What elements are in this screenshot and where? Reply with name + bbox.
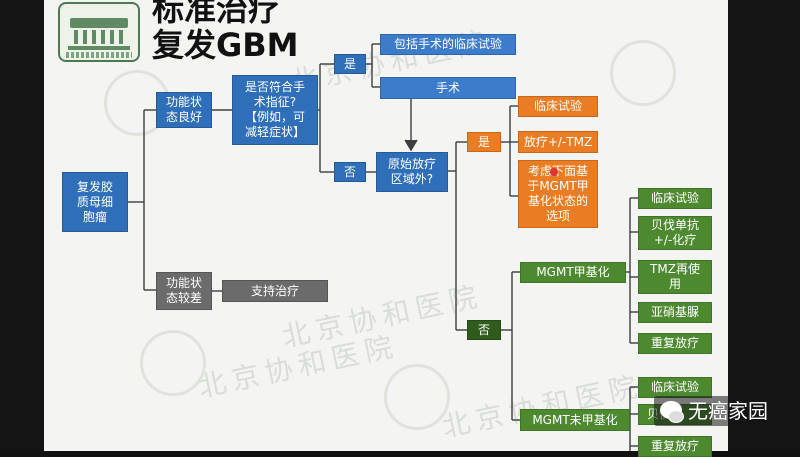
node-mgmt-unmethylated: MGMT未甲基化 bbox=[520, 409, 630, 431]
slide-title-line1: 标准治疗 bbox=[152, 0, 281, 28]
annotation-red-dot bbox=[550, 168, 558, 176]
left-letterbox bbox=[0, 0, 44, 451]
node-good-performance: 功能状 态良好 bbox=[156, 92, 212, 128]
node-meth-option: 临床试验 bbox=[638, 188, 712, 209]
watermark-emblem bbox=[384, 364, 450, 430]
node-unmeth-option: 重复放疗 bbox=[638, 436, 712, 457]
wechat-source-badge: 无癌家园 bbox=[654, 396, 778, 426]
node-unmeth-option: 临床试验 bbox=[638, 377, 712, 398]
hospital-logo bbox=[58, 2, 140, 62]
badge-label: 无癌家园 bbox=[688, 399, 768, 423]
node-outside-radiation-field-question: 原始放疗 区域外? bbox=[376, 152, 448, 192]
node-meth-option: TMZ再使 用 bbox=[638, 260, 712, 294]
node-poor-performance: 功能状 态较差 bbox=[156, 272, 212, 310]
watermark-emblem bbox=[140, 330, 206, 396]
slide-title-line2: 复发GBM bbox=[152, 26, 299, 64]
node-surgery: 手术 bbox=[380, 77, 516, 99]
node-mgmt-methylated: MGMT甲基化 bbox=[520, 262, 626, 283]
node-radiotherapy-tmz: 放疗+/-TMZ bbox=[518, 131, 598, 153]
watermark-emblem bbox=[610, 40, 676, 106]
node-meth-option: 亚硝基脲 bbox=[638, 302, 712, 323]
node-meth-option: 贝伐单抗 +/-化疗 bbox=[638, 216, 712, 250]
node-clinical-trial-with-surgery: 包括手术的临床试验 bbox=[380, 34, 516, 55]
node-orange-clinical-trial: 临床试验 bbox=[518, 96, 598, 117]
node-yes-outside-field: 是 bbox=[467, 132, 501, 152]
node-supportive-care: 支持治疗 bbox=[222, 280, 328, 302]
node-no-outside-field: 否 bbox=[467, 320, 501, 340]
node-surgery-candidate-question: 是否符合手 术指征? 【例如，可 减轻症状】 bbox=[232, 75, 318, 145]
node-recurrent-gbm: 复发胶 质母细 胞瘤 bbox=[62, 172, 128, 232]
node-yes-surgery: 是 bbox=[334, 54, 366, 74]
node-no-surgery: 否 bbox=[334, 162, 366, 182]
right-letterbox bbox=[728, 0, 800, 451]
wechat-icon bbox=[660, 401, 684, 423]
node-consider-mgmt-options: 考虑下面基 于MGMT甲 基化状态的 选项 bbox=[518, 160, 598, 228]
node-meth-option: 重复放疗 bbox=[638, 333, 712, 354]
